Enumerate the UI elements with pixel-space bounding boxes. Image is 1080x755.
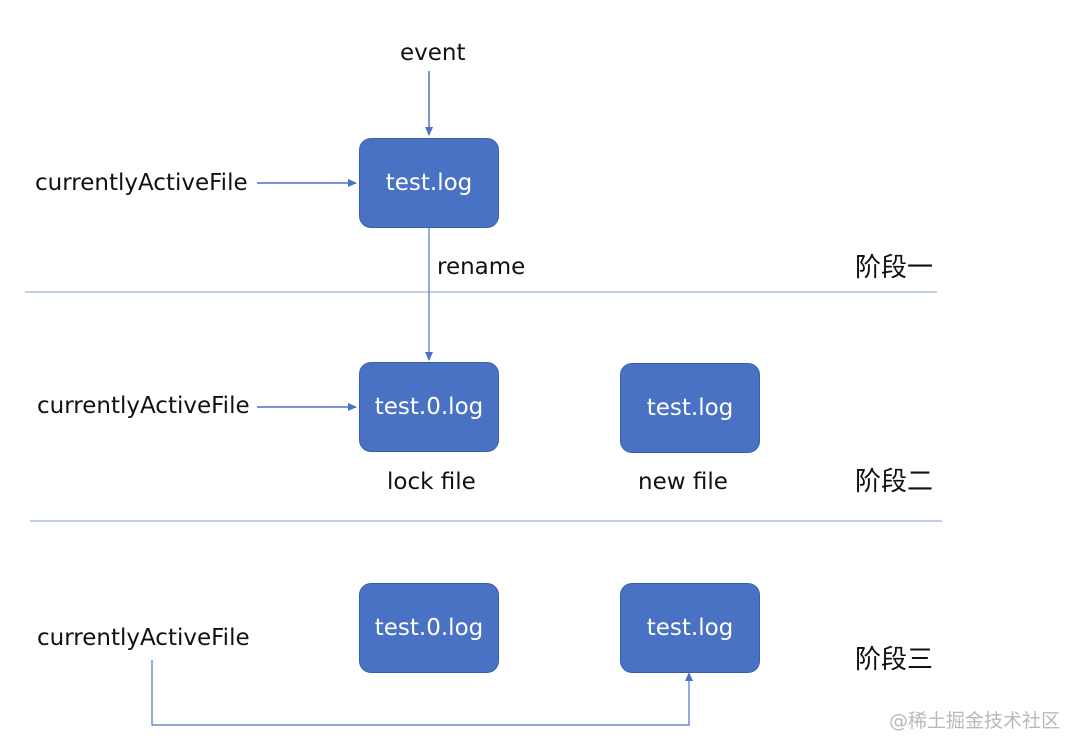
rename-label: rename <box>437 254 526 280</box>
file-node-test-0-log: test.0.log <box>359 583 499 673</box>
current-file-pointer-label: currentlyActiveFile <box>35 170 248 196</box>
new-file-caption: new file <box>638 469 728 495</box>
watermark: @稀土掘金技术社区 <box>888 710 1060 732</box>
current-file-pointer-label: currentlyActiveFile <box>37 393 250 419</box>
current-file-pointer-label: currentlyActiveFile <box>37 625 250 651</box>
file-node-test-log: test.log <box>620 583 760 673</box>
event-label: event <box>400 40 466 66</box>
file-node-test-log: test.log <box>620 363 760 453</box>
file-node-test-0-log: test.0.log <box>359 362 499 452</box>
pointer-arrow-phase3 <box>151 660 693 726</box>
file-node-test-log: test.log <box>359 138 499 228</box>
lock-file-caption: lock file <box>387 469 476 495</box>
stage-label-2: 阶段二 <box>855 467 934 497</box>
stage-label-1: 阶段一 <box>855 253 934 283</box>
stage-label-3: 阶段三 <box>855 645 934 675</box>
